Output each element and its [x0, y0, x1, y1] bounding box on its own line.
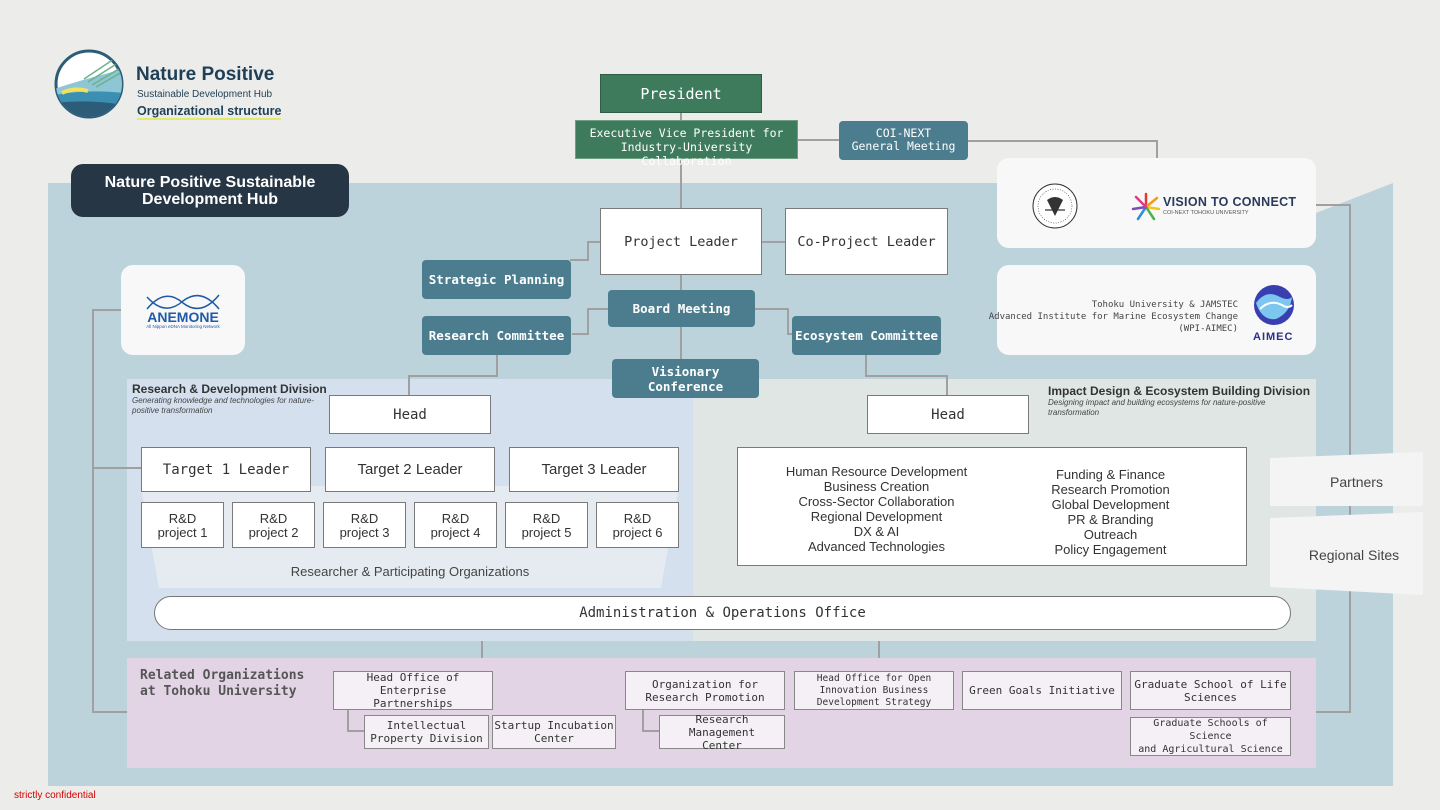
function-item: DX & AI — [853, 524, 900, 539]
strategic-planning-box[interactable]: Strategic Planning — [422, 260, 571, 299]
target-2-leader-box[interactable]: Target 2 Leader — [325, 447, 495, 492]
aimec-wave-icon — [1254, 285, 1294, 325]
nature-positive-logo-icon — [54, 49, 124, 119]
impact-functions-box: Human Resource Development Business Crea… — [737, 447, 1247, 566]
function-item: Outreach — [1083, 527, 1138, 542]
target-1-leader-box[interactable]: Target 1 Leader — [141, 447, 311, 492]
function-item: PR & Branding — [1067, 512, 1154, 527]
vision-to-connect-text: VISION TO CONNECT — [1163, 195, 1297, 209]
hub-logo — [54, 49, 124, 119]
vision-to-connect-icon — [1131, 192, 1161, 221]
confidential-note: strictly confidential — [14, 790, 96, 801]
function-item: Advanced Technologies — [807, 539, 946, 554]
coi-line2: General Meeting — [851, 139, 956, 153]
related-orgs-title: Related Organizations at Tohoku Universi… — [140, 668, 304, 700]
impact-division-subtitle: Designing impact and building ecosystems… — [1048, 398, 1266, 417]
coi-line1: COI-NEXT — [875, 126, 932, 140]
logo-tagline: Organizational structure — [137, 104, 282, 120]
anemone-card: ANEMONE All Nippon eDNA Monitoring Netwo… — [121, 265, 245, 355]
anemone-dna-icon — [146, 294, 220, 310]
aimec-label: AIMEC — [1253, 331, 1294, 343]
research-committee-box[interactable]: Research Committee — [422, 316, 571, 355]
side-shapes — [1270, 452, 1423, 595]
rd-division-subtitle: Generating knowledge and technologies fo… — [132, 396, 314, 415]
anemone-label: ANEMONE — [147, 309, 219, 325]
function-item: Business Creation — [823, 479, 930, 494]
function-item: Research Promotion — [1051, 482, 1170, 497]
related-title-line1: Related Organizations — [140, 668, 305, 683]
rd-head-box[interactable]: Head — [329, 395, 491, 434]
anemone-sublabel: All Nippon eDNA Monitoring Network — [146, 324, 220, 329]
evp-box[interactable]: Executive Vice President for Industry-Un… — [575, 120, 798, 168]
evp-line2: Industry-University Collaboration — [620, 140, 753, 168]
researchers-label: Researcher & Participating Organizations — [290, 563, 530, 579]
wpi-line2: Advanced Institute for Marine Ecosystem … — [988, 312, 1238, 322]
rd-division-title: Research & Development Division — [132, 382, 327, 396]
function-item: Funding & Finance — [1055, 467, 1166, 482]
co-project-leader-box[interactable]: Co-Project Leader — [785, 208, 948, 275]
function-item: Policy Engagement — [1054, 542, 1167, 557]
impact-division-title: Impact Design & Ecosystem Building Divis… — [1048, 384, 1311, 398]
partners-box[interactable]: Partners — [1330, 474, 1383, 490]
ecosystem-committee-box[interactable]: Ecosystem Committee — [792, 316, 941, 355]
related-title-line2: at Tohoku University — [140, 684, 297, 699]
function-item: Cross-Sector Collaboration — [798, 494, 955, 509]
vision-to-connect-subtext: COI-NEXT TOHOKU UNIVERSITY — [1163, 210, 1249, 216]
project-leader-box[interactable]: Project Leader — [600, 208, 762, 275]
panel-right-notch — [1316, 183, 1393, 213]
impact-functions-right: Funding & Finance Research Promotion Glo… — [1013, 467, 1208, 557]
president-box[interactable]: President — [600, 74, 762, 113]
coi-next-box[interactable]: COI-NEXT General Meeting — [839, 121, 968, 160]
logo-title: Nature Positive — [136, 64, 275, 85]
regional-sites-box[interactable]: Regional Sites — [1308, 547, 1400, 563]
impact-functions-left: Human Resource Development Business Crea… — [768, 464, 985, 554]
admin-operations-office-box[interactable]: Administration & Operations Office — [154, 596, 1291, 630]
function-item: Regional Development — [810, 509, 943, 524]
green-goals-box[interactable]: Green Goals Initiative — [962, 671, 1122, 710]
function-item: Human Resource Development — [785, 464, 968, 479]
impact-head-box[interactable]: Head — [867, 395, 1029, 434]
wpi-aimec-card: Tohoku University & JAMSTEC Advanced Ins… — [989, 265, 1316, 355]
evp-line1: Executive Vice President for — [589, 126, 784, 140]
university-seal-icon — [1032, 183, 1078, 229]
hub-name-badge: Nature Positive Sustainable Development … — [71, 164, 349, 217]
vision-to-connect-card: VISION TO CONNECT COI-NEXT TOHOKU UNIVER… — [997, 158, 1316, 248]
wpi-line3: (WPI-AIMEC) — [1178, 324, 1238, 334]
wpi-line1: Tohoku University & JAMSTEC — [1091, 300, 1238, 310]
board-meeting-box[interactable]: Board Meeting — [608, 290, 755, 327]
function-item: Global Development — [1051, 497, 1170, 512]
visionary-conference-box[interactable]: Visionary Conference — [612, 359, 759, 398]
logo-subtitle: Sustainable Development Hub — [137, 89, 273, 100]
target-3-leader-box[interactable]: Target 3 Leader — [509, 447, 679, 492]
